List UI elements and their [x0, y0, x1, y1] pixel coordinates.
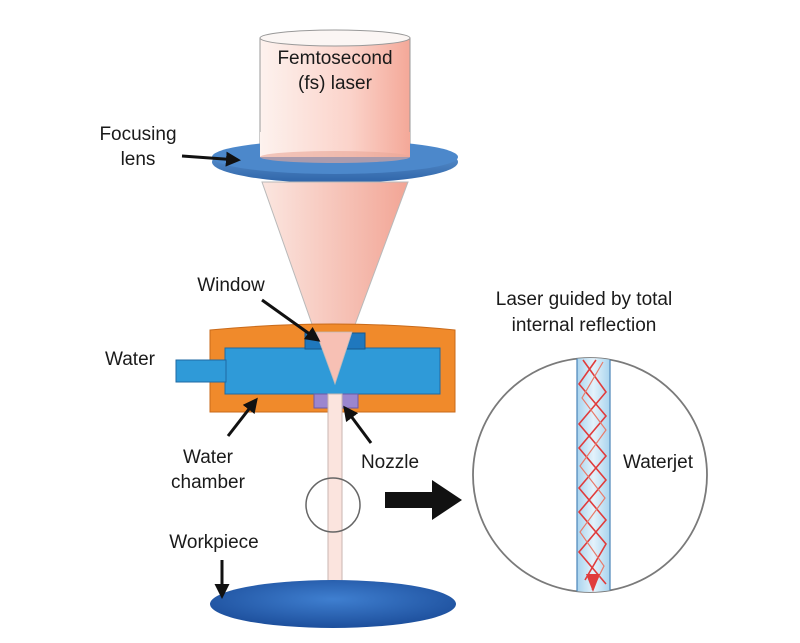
magnify-arrow — [385, 480, 462, 520]
nozzle-label: Nozzle — [361, 452, 419, 473]
lens-pointer-arrow — [181, 151, 241, 167]
water-chamber-label-line2: chamber — [171, 472, 246, 493]
magnified-view — [472, 357, 708, 593]
window-pointer-arrow — [261, 298, 321, 342]
tir-label-line2: internal reflection — [512, 315, 657, 336]
water-chamber-label-line1: Water — [183, 447, 234, 468]
magnify-region-circle — [305, 477, 361, 533]
focusing-lens-label-line2: lens — [121, 149, 156, 170]
total-internal-reflection-path — [577, 359, 608, 585]
window-label: Window — [197, 275, 265, 296]
nozzle-pointer-arrow — [343, 405, 373, 444]
focusing-lens — [212, 132, 458, 183]
chamber-pointer-arrow — [226, 397, 258, 437]
workpiece-label: Workpiece — [169, 532, 258, 553]
focusing-lens-label-line1: Focusing — [99, 124, 176, 145]
waterjet-label: Waterjet — [623, 452, 694, 473]
tir-label-line1: Laser guided by total — [496, 289, 672, 310]
fs-laser-label-line2: (fs) laser — [298, 73, 373, 94]
waterjet-stream — [327, 393, 343, 607]
water-inlet-label: Water — [105, 349, 156, 370]
laser-in-chamber — [315, 331, 353, 386]
laser-cone — [261, 181, 409, 386]
workpiece-disk — [210, 580, 456, 628]
fs-laser-label-line1: Femtosecond — [277, 48, 392, 69]
